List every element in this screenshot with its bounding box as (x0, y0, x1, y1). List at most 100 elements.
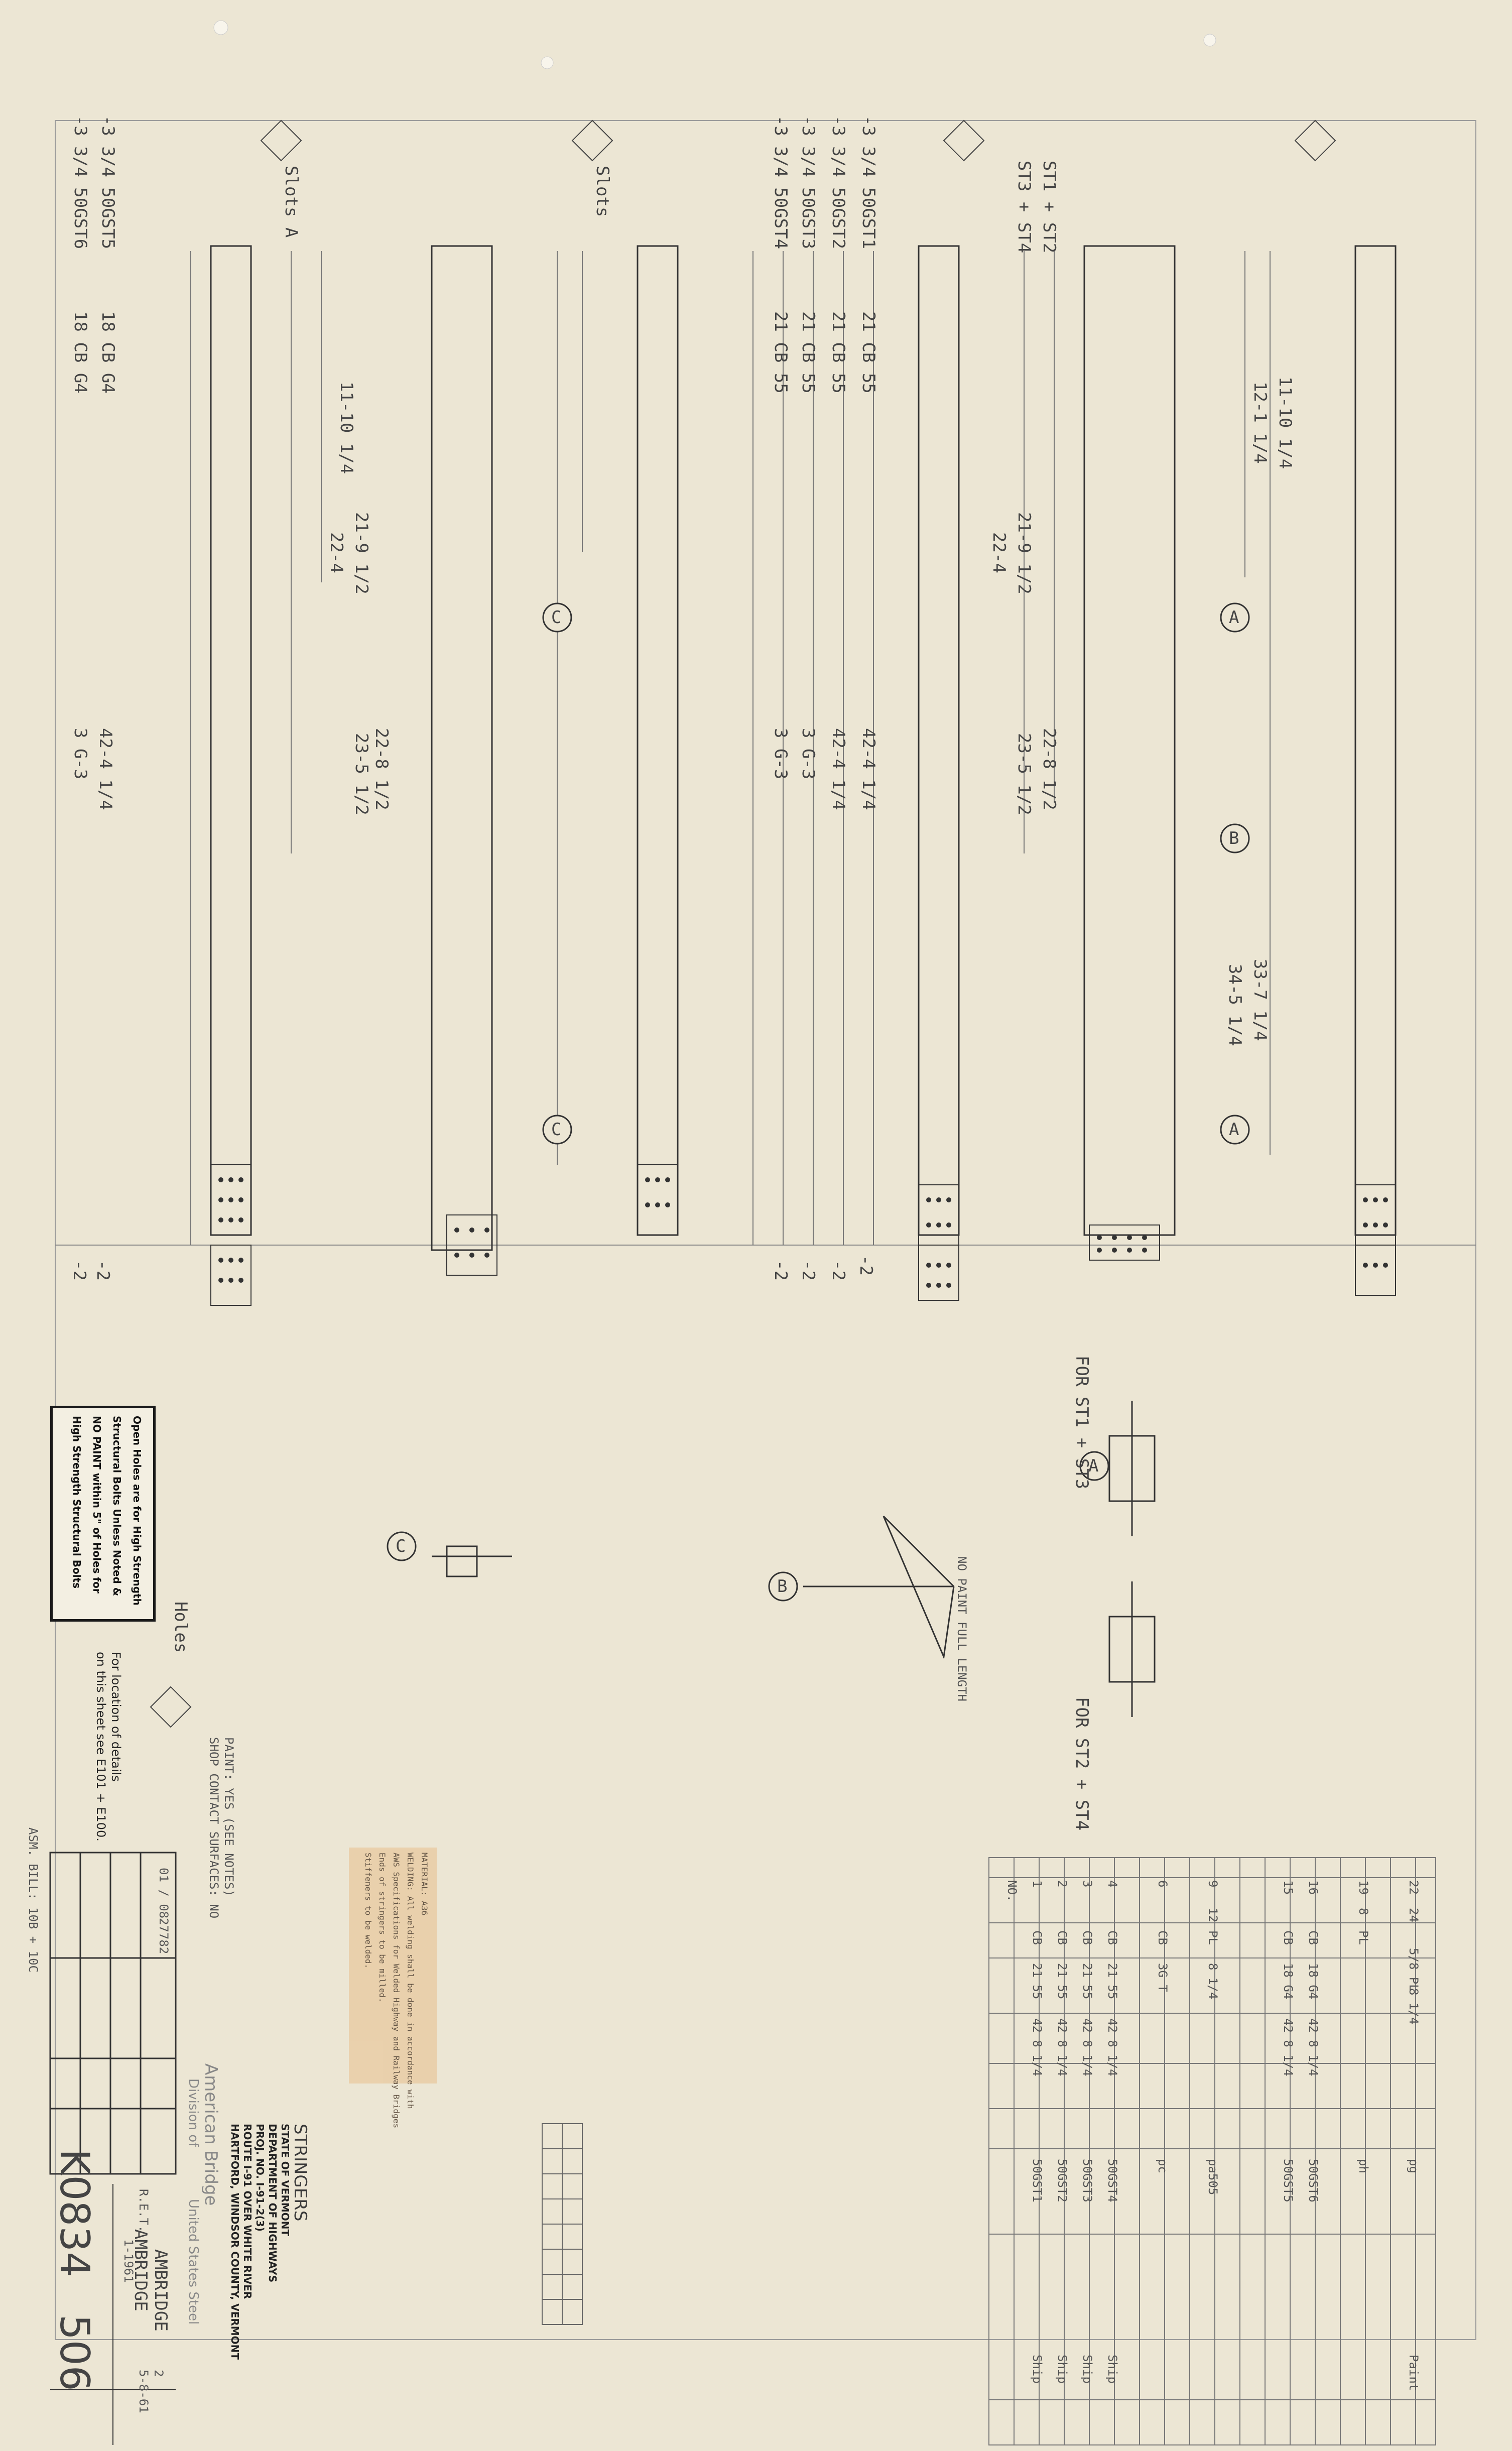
bill-row-2-shape: CB (1055, 1930, 1069, 1945)
bill-row-19-pcs: 8 (1356, 1908, 1370, 1915)
bill-row-16-size: 18 G4 (1306, 1963, 1320, 2000)
drawing-route: ROUTE I-91 OVER WHITE RIVER (241, 2124, 254, 2299)
bill-row-4-no: 4 (1105, 1880, 1119, 1888)
beam-view-right-1 (918, 245, 960, 1236)
asm-bill: ASM. BILL: 10B + 10C (26, 1827, 40, 1973)
bill-row-1-length: 42 8 1/4 (1030, 2018, 1044, 2076)
drawing-number: K0834 (51, 2149, 98, 2278)
bill-row-2-length: 42 8 1/4 (1055, 2018, 1069, 2076)
dim-right-spacing-1: 3 G-3 (798, 728, 818, 780)
contract-number: 01 / 08 (157, 1868, 171, 1919)
mark-50gst5: -3 3/4 50GST5 (98, 115, 118, 250)
bill-row-9-pcs: 12 (1206, 1908, 1220, 1922)
end-right-2: -2 (828, 1260, 848, 1281)
dim-right-spacing-2: 3 G-3 (771, 728, 791, 780)
drawing-date: 1-1961 (121, 2239, 136, 2283)
bill-row-22-pcs: 24 (1407, 1908, 1421, 1922)
bill-row-3-shape: CB (1080, 1930, 1094, 1945)
bill-row-3-size: 21 55 (1080, 1963, 1094, 2000)
mark-50gst3: -3 3/4 50GST3 (798, 115, 818, 250)
bill-row-19-no: 19 (1356, 1880, 1370, 1895)
bill-row-2-size: 21 55 (1055, 1963, 1069, 2000)
dim-right-h: 34-5 1/4 (1225, 964, 1245, 1046)
section-detail-c (446, 1545, 478, 1577)
bill-row-15-mark: 50GST5 (1281, 2159, 1295, 2202)
holes-label: Holes (171, 1602, 191, 1653)
bill-row-15-no: 15 (1281, 1880, 1295, 1895)
mark-50gst2: -3 3/4 50GST2 (828, 115, 848, 250)
dim-right-st12: ST1 + ST2 (1039, 161, 1059, 254)
section-marker-a2 (1220, 1115, 1250, 1145)
company-name: American Bridge (201, 2063, 221, 2206)
dim-right-st34: ST3 + ST4 (1014, 161, 1034, 254)
bill-row-6-size: 3G T (1156, 1963, 1170, 1992)
stamp-line-3: NO PAINT within 5" of Holes for (91, 1416, 103, 1594)
dim-left-overall: 42-4 1/4 (95, 728, 115, 810)
stamp-line-4: High Strength Structural Bolts (71, 1416, 83, 1589)
end-right-1: -2 (856, 1255, 876, 1276)
bill-row-9-shape: PL (1206, 1930, 1220, 1945)
section-marker-c3 (387, 1531, 417, 1561)
company-division: Division of (186, 2078, 201, 2147)
section-marker-a1 (1220, 602, 1250, 633)
material-card-3: AWS Specifications for Welded Highway an… (392, 1853, 401, 2129)
size-right-4: 21 CB 55 (771, 311, 791, 394)
drawing-state: STATE OF VERMONT (279, 2124, 291, 2237)
bill-row-1-mark: 50GST1 (1030, 2159, 1044, 2202)
dim-left-c: 22-4 (326, 532, 346, 573)
beam-view-left-2 (431, 245, 493, 1251)
bill-row-19-mark: ph (1356, 2159, 1370, 2173)
bill-row-3-no: 3 (1080, 1880, 1094, 1888)
end-right-4: -2 (771, 1260, 791, 1281)
dim-left-b: 21-9 1/2 (351, 512, 371, 594)
drawing-department: DEPARTMENT OF HIGHWAYS (267, 2124, 279, 2283)
material-note-card: MATERIAL: A36 WELDING: All welding shall… (349, 1848, 437, 2128)
end-right-3: -2 (798, 1260, 818, 1281)
beam-view-right-2 (1083, 245, 1176, 1236)
bill-row-22-size: 8 1/4 (1407, 1988, 1421, 2025)
bill-grid (988, 1857, 1436, 2445)
view-title-left-2: Slots (592, 166, 612, 217)
dim-left-e: 23-5 1/2 (351, 733, 371, 815)
bill-row-2-remarks: Ship (1055, 2355, 1069, 2384)
bill-row-22-shape: 5/8 PL (1407, 1948, 1421, 1992)
beam-view-right-3 (1354, 245, 1397, 1236)
bill-row-22-no: 22 (1407, 1880, 1421, 1895)
dim-right-overall-1: 42-4 1/4 (858, 728, 878, 810)
dim-right-c: 21-9 1/2 (1014, 512, 1034, 594)
high-strength-bolt-stamp: Open Holes are for High Strength Structu… (50, 1406, 156, 1622)
end-left-2: -2 (69, 1260, 89, 1281)
marker-letter-b2: B (777, 1576, 788, 1597)
section-marker-c2 (542, 1115, 572, 1145)
bill-row-4-shape: CB (1105, 1930, 1119, 1945)
marker-letter-c2: C (551, 1120, 562, 1140)
bill-row-3-mark: 50GST3 (1080, 2159, 1094, 2202)
bill-row-19-shape: PL (1356, 1930, 1370, 1945)
bill-row-9-size: 8 1/4 (1206, 1963, 1220, 2000)
marker-letter-b: B (1229, 828, 1239, 848)
material-card-2: WELDING: All welding shall be done in ac… (406, 1853, 415, 2109)
sheet-number: 506 (51, 2314, 98, 2391)
dim-right-f: 23-5 1/2 (1014, 733, 1034, 815)
bill-row-6-shape: CB (1156, 1930, 1170, 1945)
details-note-2: on this sheet see E101 + E100. (94, 1652, 108, 1842)
drawn-by: R.E.T. (137, 2189, 151, 2233)
size-right-3: 21 CB 55 (798, 311, 818, 394)
dim-right-d: 22-4 (989, 532, 1009, 573)
drawing-location: HARTFORD, WINDSOR COUNTY, VERMONT (229, 2124, 241, 2360)
marker-letter-c1: C (551, 607, 562, 628)
section-label-b: NO PAINT FULL LENGTH (955, 1556, 969, 1701)
bill-row-6-mark: pc (1156, 2159, 1170, 2173)
stamp-line-1: Open Holes are for High Strength (131, 1416, 143, 1606)
bill-row-22-remarks: Paint (1407, 2355, 1421, 2391)
mark-50gst1: -3 3/4 50GST1 (858, 115, 878, 250)
material-card-5: Stiffeners to be welded. (363, 1853, 373, 1969)
approved-date: 5-8-61 (137, 2370, 151, 2413)
company-brand: United States Steel (186, 2199, 201, 2325)
bill-row-16-mark: 50GST6 (1306, 2159, 1320, 2202)
size-right-1: 21 CB 55 (858, 311, 878, 394)
dim-right-a: 11-10 1/4 (1275, 377, 1295, 469)
details-note-1: For location of details (109, 1652, 123, 1782)
order-number: 27782 (157, 1918, 171, 1954)
